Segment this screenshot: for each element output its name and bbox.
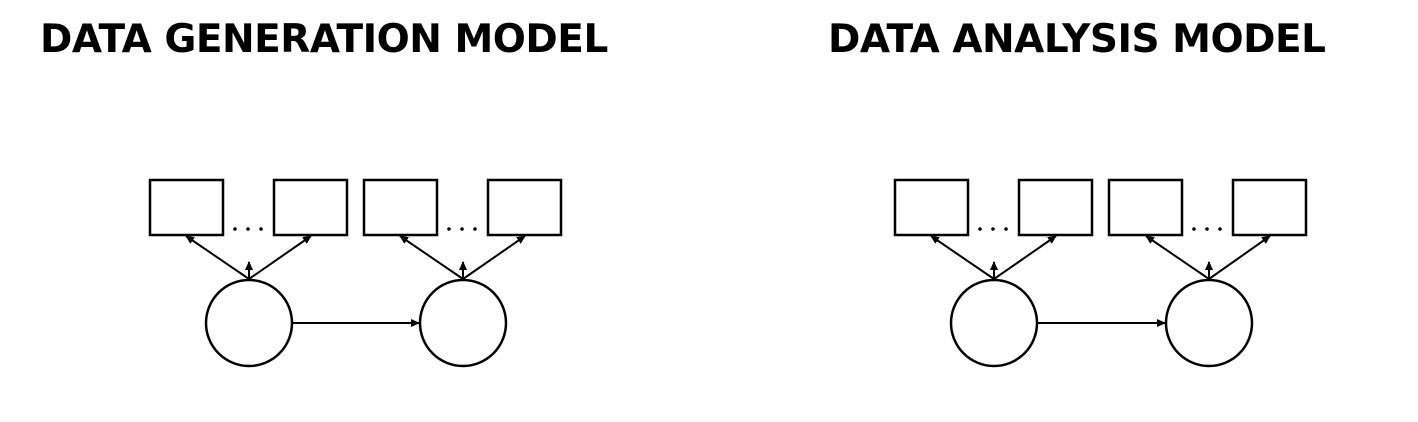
observed-variable-box bbox=[893, 178, 970, 237]
observed-variable-box bbox=[272, 178, 349, 237]
loading-arrow bbox=[462, 235, 526, 280]
loading-arrow bbox=[185, 235, 250, 280]
data-analysis-model-title: DATA ANALYSIS MODEL bbox=[828, 17, 1326, 62]
observed-variable-box bbox=[1017, 178, 1094, 237]
loading-arrow bbox=[248, 235, 312, 280]
data-analysis-model-diagram bbox=[893, 178, 1308, 368]
latent-variable-node bbox=[949, 278, 1039, 368]
loading-arrow bbox=[930, 235, 995, 280]
ellipsis-dots bbox=[1192, 227, 1222, 231]
observed-variable-box bbox=[1231, 178, 1308, 237]
loading-arrows bbox=[185, 235, 526, 327]
data-generation-model-diagram bbox=[148, 178, 563, 368]
loading-arrows bbox=[930, 235, 1271, 327]
data-generation-model-title: DATA GENERATION MODEL bbox=[40, 17, 608, 62]
ellipsis-dots bbox=[233, 227, 263, 231]
ellipsis-dots bbox=[447, 227, 477, 231]
observed-variable-box bbox=[148, 178, 225, 237]
observed-variable-box bbox=[1107, 178, 1184, 237]
latent-variable-node bbox=[204, 278, 294, 368]
loading-arrow bbox=[993, 235, 1057, 280]
observed-variable-box bbox=[362, 178, 439, 237]
latent-variable-node bbox=[1164, 278, 1254, 368]
observed-variable-box bbox=[486, 178, 563, 237]
latent-variable-node bbox=[418, 278, 508, 368]
loading-arrow bbox=[399, 235, 464, 280]
ellipsis-dots bbox=[978, 227, 1008, 231]
loading-arrow bbox=[1145, 235, 1210, 280]
loading-arrow bbox=[1208, 235, 1271, 280]
